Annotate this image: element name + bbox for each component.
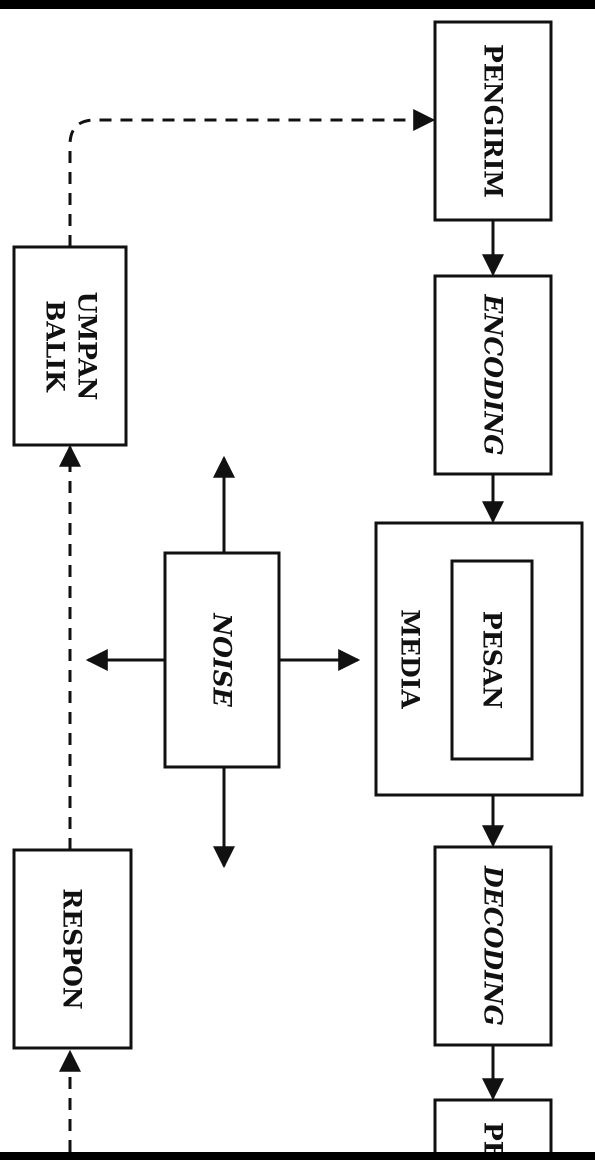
top-border-bar: [0, 0, 595, 9]
encoding-box: [433, 274, 553, 476]
umpan-label: UMPAN: [73, 292, 102, 401]
penerima-box: [433, 1098, 553, 1160]
balik-label: BALIK: [41, 300, 70, 393]
pesan-label: PESAN: [478, 611, 507, 709]
umpan-balik-box: [12, 245, 128, 447]
media-label: MEDIA: [396, 609, 425, 709]
bottom-border-bar: [0, 1152, 595, 1160]
encoding-label: ENCODING: [479, 293, 508, 455]
pesan-box: [450, 559, 534, 761]
decoding-label: DECODING: [479, 865, 508, 1026]
respon-label: RESPON: [58, 888, 87, 1009]
pengirim-label: PENGIRIM: [479, 44, 508, 198]
respon-box: [12, 848, 133, 1050]
dashed-arrow-umpan-balik-to-pengirim: [68, 109, 436, 247]
noise-label: NOISE: [208, 612, 237, 707]
noise-box: [163, 551, 281, 769]
